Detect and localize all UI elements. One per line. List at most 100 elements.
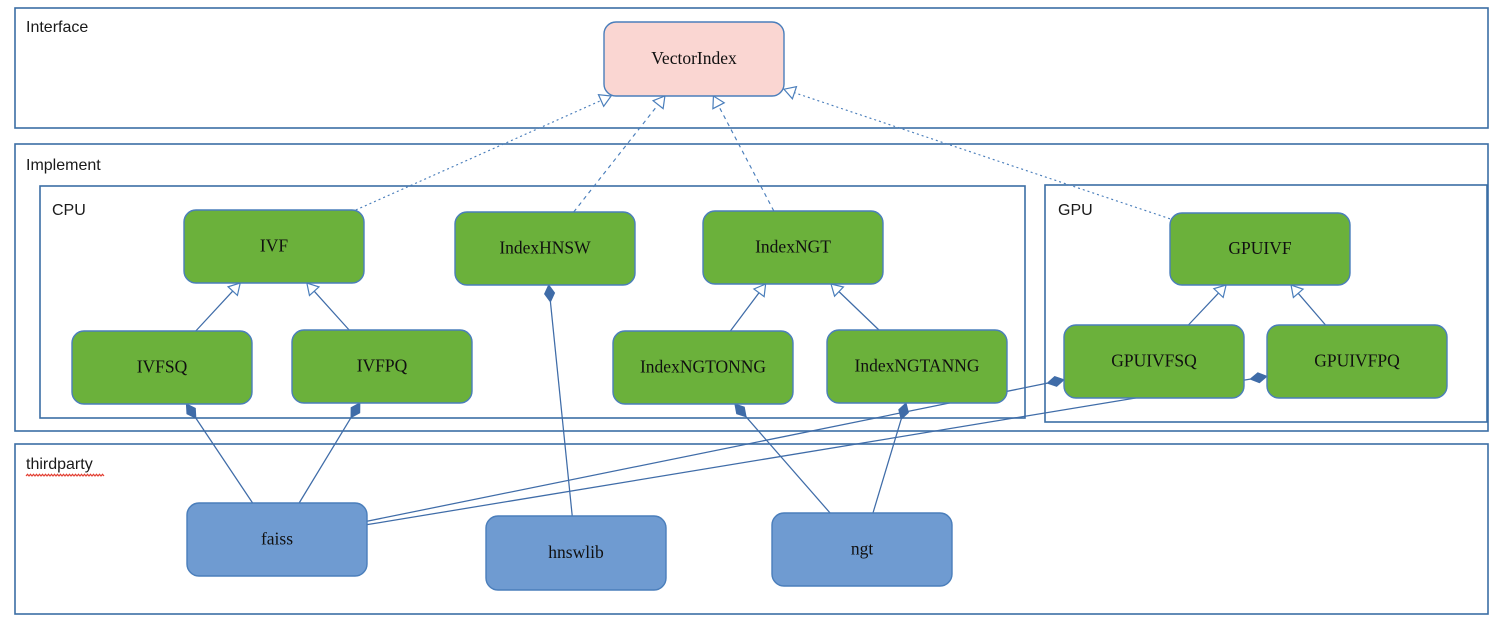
edge-faiss-to-gpuivfsq bbox=[366, 375, 1065, 522]
edge-gpuivf-to-vectorindex bbox=[782, 85, 1171, 220]
node-box-ivfpq[interactable] bbox=[291, 329, 473, 404]
edge-line-realization bbox=[718, 105, 775, 212]
node-indexhnsw[interactable]: IndexHNSW bbox=[454, 211, 636, 286]
container-label-cpu: CPU bbox=[52, 202, 86, 219]
node-box-hnswlib[interactable] bbox=[485, 515, 667, 591]
hollow-triangle-arrowhead-icon bbox=[306, 282, 321, 297]
edge-line-composition bbox=[366, 382, 1048, 522]
edge-line-inheritance bbox=[1297, 292, 1327, 326]
node-faiss[interactable]: faiss bbox=[186, 502, 368, 577]
node-label-gpuivfpq: GPUIVFPQ bbox=[1314, 351, 1400, 371]
filled-diamond-composition-icon bbox=[1046, 375, 1065, 387]
node-ngt[interactable]: ngt bbox=[771, 512, 953, 587]
node-box-indexngtanng[interactable] bbox=[826, 329, 1008, 404]
hollow-triangle-arrowhead-icon bbox=[1212, 284, 1227, 299]
edge-ivfsq-to-ivf bbox=[195, 282, 242, 332]
edge-ivfpq-to-ivf bbox=[306, 282, 350, 331]
node-box-indexngtonng[interactable] bbox=[612, 330, 794, 405]
edge-line-composition bbox=[298, 417, 352, 504]
node-box-ivfsq[interactable] bbox=[71, 330, 253, 405]
edge-indexngtanng-to-indexngt bbox=[830, 283, 880, 331]
edge-line-composition bbox=[366, 378, 1251, 526]
node-label-indexhnsw: IndexHNSW bbox=[499, 238, 591, 258]
edge-line-composition bbox=[195, 417, 254, 504]
edge-line-composition bbox=[872, 419, 902, 514]
hollow-triangle-arrowhead-icon bbox=[226, 282, 242, 297]
node-gpuivfpq[interactable]: GPUIVFPQ bbox=[1266, 324, 1448, 399]
node-label-ngt: ngt bbox=[851, 539, 874, 559]
node-ivfsq[interactable]: IVFSQ bbox=[71, 330, 253, 405]
node-hnswlib[interactable]: hnswlib bbox=[485, 515, 667, 591]
edge-line-composition bbox=[745, 416, 831, 514]
node-label-ivf: IVF bbox=[260, 236, 288, 256]
node-label-faiss: faiss bbox=[261, 529, 293, 549]
node-label-vectorindex: VectorIndex bbox=[651, 48, 737, 68]
node-label-ivfsq: IVFSQ bbox=[137, 357, 188, 377]
node-label-gpuivf: GPUIVF bbox=[1228, 238, 1291, 258]
edge-ngt-to-indexngtonng bbox=[734, 403, 831, 514]
node-ivf[interactable]: IVF bbox=[183, 209, 365, 284]
edge-gpuivfpq-to-gpuivf bbox=[1290, 284, 1327, 326]
node-box-gpuivfpq[interactable] bbox=[1266, 324, 1448, 399]
edge-faiss-to-ivfsq bbox=[185, 403, 254, 504]
edge-ivf-to-vectorindex bbox=[355, 93, 613, 211]
node-label-ivfpq: IVFPQ bbox=[357, 356, 408, 376]
node-label-indexngt: IndexNGT bbox=[755, 237, 831, 257]
node-indexngtanng[interactable]: IndexNGTANNG bbox=[826, 329, 1008, 404]
node-label-indexngtanng: IndexNGTANNG bbox=[855, 356, 980, 376]
container-label-interface: Interface bbox=[26, 19, 88, 36]
node-label-gpuivfsq: GPUIVFSQ bbox=[1111, 351, 1197, 371]
node-gpuivf[interactable]: GPUIVF bbox=[1169, 212, 1351, 286]
edge-line-inheritance bbox=[313, 290, 350, 331]
edge-hnswlib-to-indexhnsw bbox=[544, 284, 573, 517]
hollow-triangle-arrowhead-icon bbox=[752, 283, 767, 298]
edge-faiss-to-ivfpq bbox=[298, 402, 361, 504]
node-box-gpuivfsq[interactable] bbox=[1063, 324, 1245, 399]
edge-faiss-to-gpuivfpq bbox=[366, 372, 1268, 526]
node-box-indexhnsw[interactable] bbox=[454, 211, 636, 286]
node-label-hnswlib: hnswlib bbox=[548, 542, 604, 562]
node-label-indexngtonng: IndexNGTONNG bbox=[640, 357, 766, 377]
edge-indexngt-to-vectorindex bbox=[712, 94, 775, 212]
filled-diamond-composition-icon bbox=[1249, 372, 1268, 384]
edge-line-inheritance bbox=[1187, 292, 1219, 326]
node-indexngt[interactable]: IndexNGT bbox=[702, 210, 884, 285]
node-ivfpq[interactable]: IVFPQ bbox=[291, 329, 473, 404]
node-box-faiss[interactable] bbox=[186, 502, 368, 577]
hollow-triangle-arrowhead-icon bbox=[830, 283, 845, 298]
hollow-triangle-arrowhead-icon bbox=[1290, 284, 1305, 299]
node-indexngtonng[interactable]: IndexNGTONNG bbox=[612, 330, 794, 405]
hollow-triangle-arrowhead-icon bbox=[782, 85, 798, 100]
node-box-gpuivf[interactable] bbox=[1169, 212, 1351, 286]
edge-line-inheritance bbox=[729, 292, 760, 332]
node-gpuivfsq[interactable]: GPUIVFSQ bbox=[1063, 324, 1245, 399]
container-label-implement: Implement bbox=[26, 157, 101, 174]
edge-line-realization bbox=[794, 92, 1171, 220]
edge-ngt-to-indexngtanng bbox=[872, 402, 909, 514]
filled-diamond-composition-icon bbox=[898, 402, 909, 421]
edge-line-inheritance bbox=[838, 291, 880, 331]
filled-diamond-composition-icon bbox=[185, 403, 197, 419]
edge-line-inheritance bbox=[195, 290, 234, 332]
edge-indexngtonng-to-indexngt bbox=[729, 283, 767, 332]
container-label-gpu: GPU bbox=[1058, 202, 1093, 219]
container-label-thirdparty: thirdparty bbox=[26, 456, 93, 473]
spellcheck-underline-thirdparty bbox=[25, 473, 105, 477]
hollow-triangle-arrowhead-icon bbox=[712, 94, 726, 110]
node-box-ivf[interactable] bbox=[183, 209, 365, 284]
filled-diamond-composition-icon bbox=[350, 402, 361, 419]
node-vectorindex[interactable]: VectorIndex bbox=[603, 21, 785, 97]
filled-diamond-composition-icon bbox=[544, 284, 556, 303]
node-box-indexngt[interactable] bbox=[702, 210, 884, 285]
filled-diamond-composition-icon bbox=[734, 403, 747, 418]
hollow-triangle-arrowhead-icon bbox=[597, 93, 613, 108]
node-box-vectorindex[interactable] bbox=[603, 21, 785, 97]
edge-gpuivfsq-to-gpuivf bbox=[1187, 284, 1227, 326]
edge-indexhnsw-to-vectorindex bbox=[573, 95, 666, 213]
edge-line-realization bbox=[573, 104, 659, 213]
hollow-triangle-arrowhead-icon bbox=[651, 95, 666, 110]
node-box-ngt[interactable] bbox=[771, 512, 953, 587]
edge-line-composition bbox=[549, 301, 573, 517]
